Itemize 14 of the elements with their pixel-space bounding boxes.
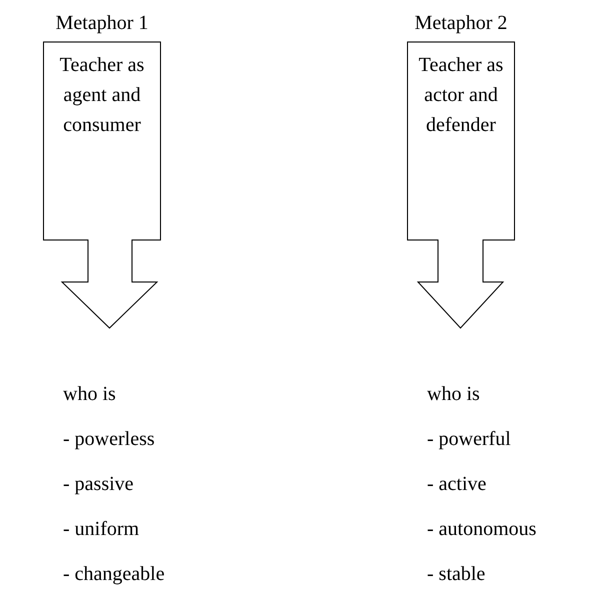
list-item: - changeable <box>63 562 165 587</box>
list-item: - powerful <box>427 427 511 452</box>
list-item: - autonomous <box>427 517 536 542</box>
list-item: who is <box>63 382 116 407</box>
node-text: Teacher as actor and defender <box>418 53 504 138</box>
heading: Metaphor 1 <box>56 11 148 36</box>
list-item: - passive <box>63 472 134 497</box>
node-text: Teacher as agent and consumer <box>58 53 146 138</box>
list-item: - powerless <box>63 427 155 452</box>
list-item: who is <box>427 382 480 407</box>
list-item: - uniform <box>63 517 140 542</box>
heading: Metaphor 2 <box>414 11 508 36</box>
list-item: - stable <box>427 562 486 587</box>
list-item: - active <box>427 472 486 497</box>
